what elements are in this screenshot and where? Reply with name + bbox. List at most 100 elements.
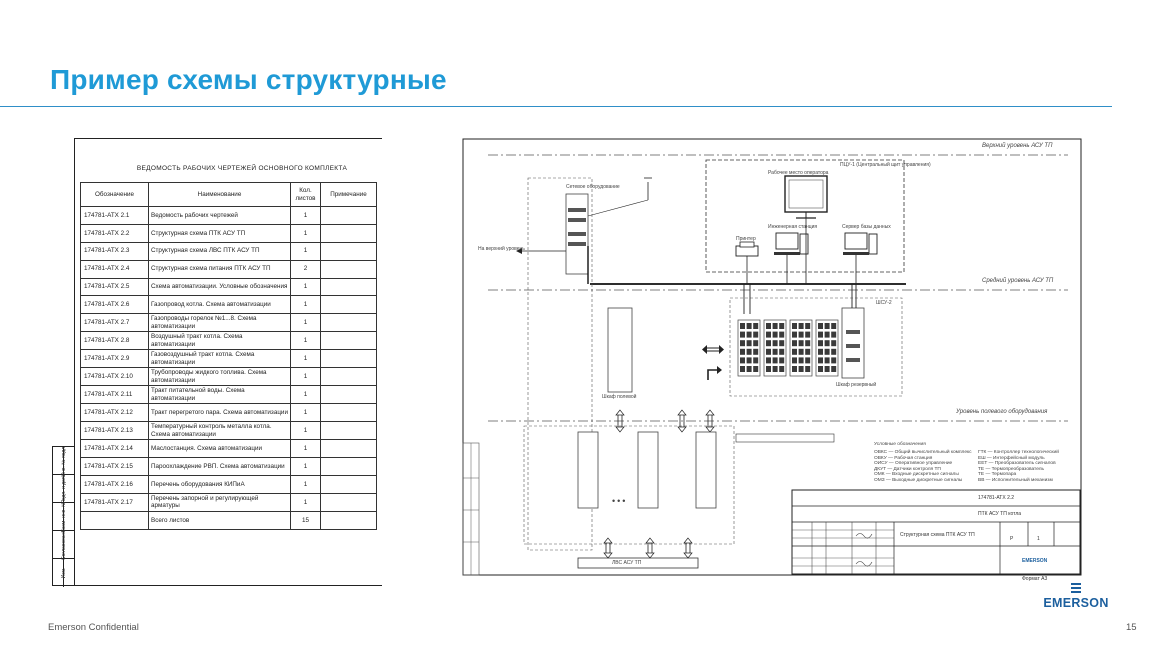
register-bottom-edge bbox=[52, 585, 382, 586]
emerson-logo: EMERSON bbox=[1036, 582, 1116, 610]
network-box-label: Сетевое оборудование bbox=[566, 184, 620, 190]
register-cell-note bbox=[320, 403, 377, 423]
ellipsis-marker: ••• bbox=[612, 496, 628, 506]
register-document: Инв. № подл. Подп. и дата Взам. инв. № С… bbox=[52, 138, 382, 587]
register-cell-code: 174781-АТХ 2.4 bbox=[80, 259, 149, 279]
legend-label-box bbox=[735, 433, 835, 443]
double-arrow-icon bbox=[615, 409, 625, 433]
register-cell-name: Структурная схема питания ПТК АСУ ТП bbox=[148, 259, 291, 279]
register-cell-name: Воздушный тракт котла. Схема автоматизац… bbox=[148, 331, 291, 351]
middle-level-label: Средний уровень АСУ ТП bbox=[982, 278, 1054, 284]
double-arrow-icon bbox=[683, 537, 693, 559]
register-cell-qty: 1 bbox=[290, 439, 321, 459]
register-cell-note bbox=[320, 349, 377, 369]
operator-monitor bbox=[784, 175, 828, 213]
register-cell-name: Схема автоматизации. Условные обозначени… bbox=[148, 277, 291, 297]
legend-item: ОМК — Входные дискретные сигналы bbox=[874, 472, 959, 478]
title-block-description: Структурная схема ПТК АСУ ТП bbox=[900, 532, 975, 538]
register-cell-note bbox=[320, 241, 377, 261]
io-module-racks bbox=[737, 319, 839, 377]
title-block-company: EMERSON bbox=[1022, 558, 1048, 564]
register-cell-note bbox=[320, 475, 377, 494]
side-strip-cell: Изм. bbox=[60, 567, 67, 579]
title-block-code: 174781-АТХ 2.2 bbox=[978, 495, 1015, 501]
legend-item: ТЕ — Термопреобразователь bbox=[978, 466, 1045, 472]
reserved-cabinet bbox=[841, 307, 865, 379]
register-cell-note bbox=[320, 421, 377, 441]
register-cell-note bbox=[320, 259, 377, 279]
register-cell-code: 174781-АТХ 2.16 bbox=[80, 475, 149, 494]
register-cell-name: Тракт питательной воды. Схема автоматиза… bbox=[148, 385, 291, 405]
to-upper-label: На верхний уровень bbox=[478, 246, 525, 252]
control-room-box bbox=[705, 159, 905, 273]
register-cell-name: Температурный контроль металла котла. Сх… bbox=[148, 421, 291, 441]
legend-title: Условные обозначения bbox=[874, 442, 926, 447]
level-link-arrows bbox=[615, 409, 715, 433]
register-frame bbox=[74, 138, 382, 586]
title-block-object: ПТК АСУ ТП котла bbox=[978, 511, 1022, 517]
register-cell-code: 174781-АТХ 2.11 bbox=[80, 385, 149, 405]
register-cell-code: 174781-АТХ 2.14 bbox=[80, 439, 149, 459]
scheme-frame bbox=[462, 138, 1082, 576]
bottom-bus-label: ЛВС АСУ ТП bbox=[612, 560, 642, 566]
title-divider bbox=[0, 106, 1112, 107]
double-arrow-icon bbox=[645, 537, 655, 559]
legend-item: ОМЗ — Выходные дискретные сигналы bbox=[874, 477, 963, 483]
register-cell-code: 174781-АТХ 2.2 bbox=[80, 223, 149, 243]
register-cell-qty: 1 bbox=[290, 492, 321, 512]
col-note-header: Примечание bbox=[320, 182, 377, 207]
register-cell-name: Перечень оборудования КИПиА bbox=[148, 475, 291, 494]
register-cell-qty: 1 bbox=[290, 295, 321, 315]
double-arrow-icon bbox=[603, 537, 613, 559]
legend-item: ДКУТ — Датчики контроля ТП bbox=[874, 466, 941, 472]
register-cell-code: 174781-АТХ 2.5 bbox=[80, 277, 149, 297]
register-header-row: Обозначение Наименование Кол. листов При… bbox=[80, 182, 377, 207]
legend-item: ЕШ — Интерфейсный модуль bbox=[978, 455, 1045, 461]
register-cell-name: Структурная схема ПТК АСУ ТП bbox=[148, 223, 291, 243]
bottom-level-label: Уровень полевого оборудования bbox=[956, 409, 1048, 415]
col-name-header: Наименование bbox=[148, 182, 291, 207]
register-cell-qty: 1 bbox=[290, 367, 321, 387]
register-cell-name: Маслостанция. Схема автоматизации bbox=[148, 439, 291, 459]
register-cell-note bbox=[320, 295, 377, 315]
io-rack bbox=[737, 319, 761, 377]
register-cell-qty: 1 bbox=[290, 475, 321, 494]
register-cell-qty: 1 bbox=[290, 385, 321, 405]
register-cell-note bbox=[320, 277, 377, 297]
register-cell-note bbox=[320, 331, 377, 351]
io-rack bbox=[789, 319, 813, 377]
register-cell-code: 174781-АТХ 2.12 bbox=[80, 403, 149, 423]
arrow-turn-icon bbox=[707, 366, 722, 380]
title-block bbox=[791, 489, 1081, 575]
register-cell-qty: 1 bbox=[290, 349, 321, 369]
page-number: 15 bbox=[1126, 622, 1137, 633]
register-side-strip: Инв. № подл. Подп. и дата Взам. инв. № С… bbox=[52, 445, 74, 587]
register-cell-name: Структурная схема ЛВС ПТК АСУ ТП bbox=[148, 241, 291, 261]
register-heading: ВЕДОМОСТЬ РАБОЧИХ ЧЕРТЕЖЕЙ ОСНОВНОГО КОМ… bbox=[136, 165, 348, 172]
register-cell-qty: 1 bbox=[290, 421, 321, 441]
legend-item: ОВКУ — Рабочая станция bbox=[874, 455, 933, 461]
side-strip-cell: Подп. и дата bbox=[53, 474, 74, 503]
register-cell-code: 174781-АТХ 2.7 bbox=[80, 313, 149, 333]
printer-label: Принтер bbox=[736, 236, 756, 242]
register-cell-qty: 1 bbox=[290, 241, 321, 261]
double-arrow-icon bbox=[705, 409, 715, 433]
legend-item: ЕЕТ — Преобразователь сигналов bbox=[978, 461, 1056, 467]
reserved-io-label: Шкаф резервный bbox=[836, 382, 877, 388]
register-cell-code: 174781-АТХ 2.9 bbox=[80, 349, 149, 369]
register-cell-qty: 1 bbox=[290, 457, 321, 477]
